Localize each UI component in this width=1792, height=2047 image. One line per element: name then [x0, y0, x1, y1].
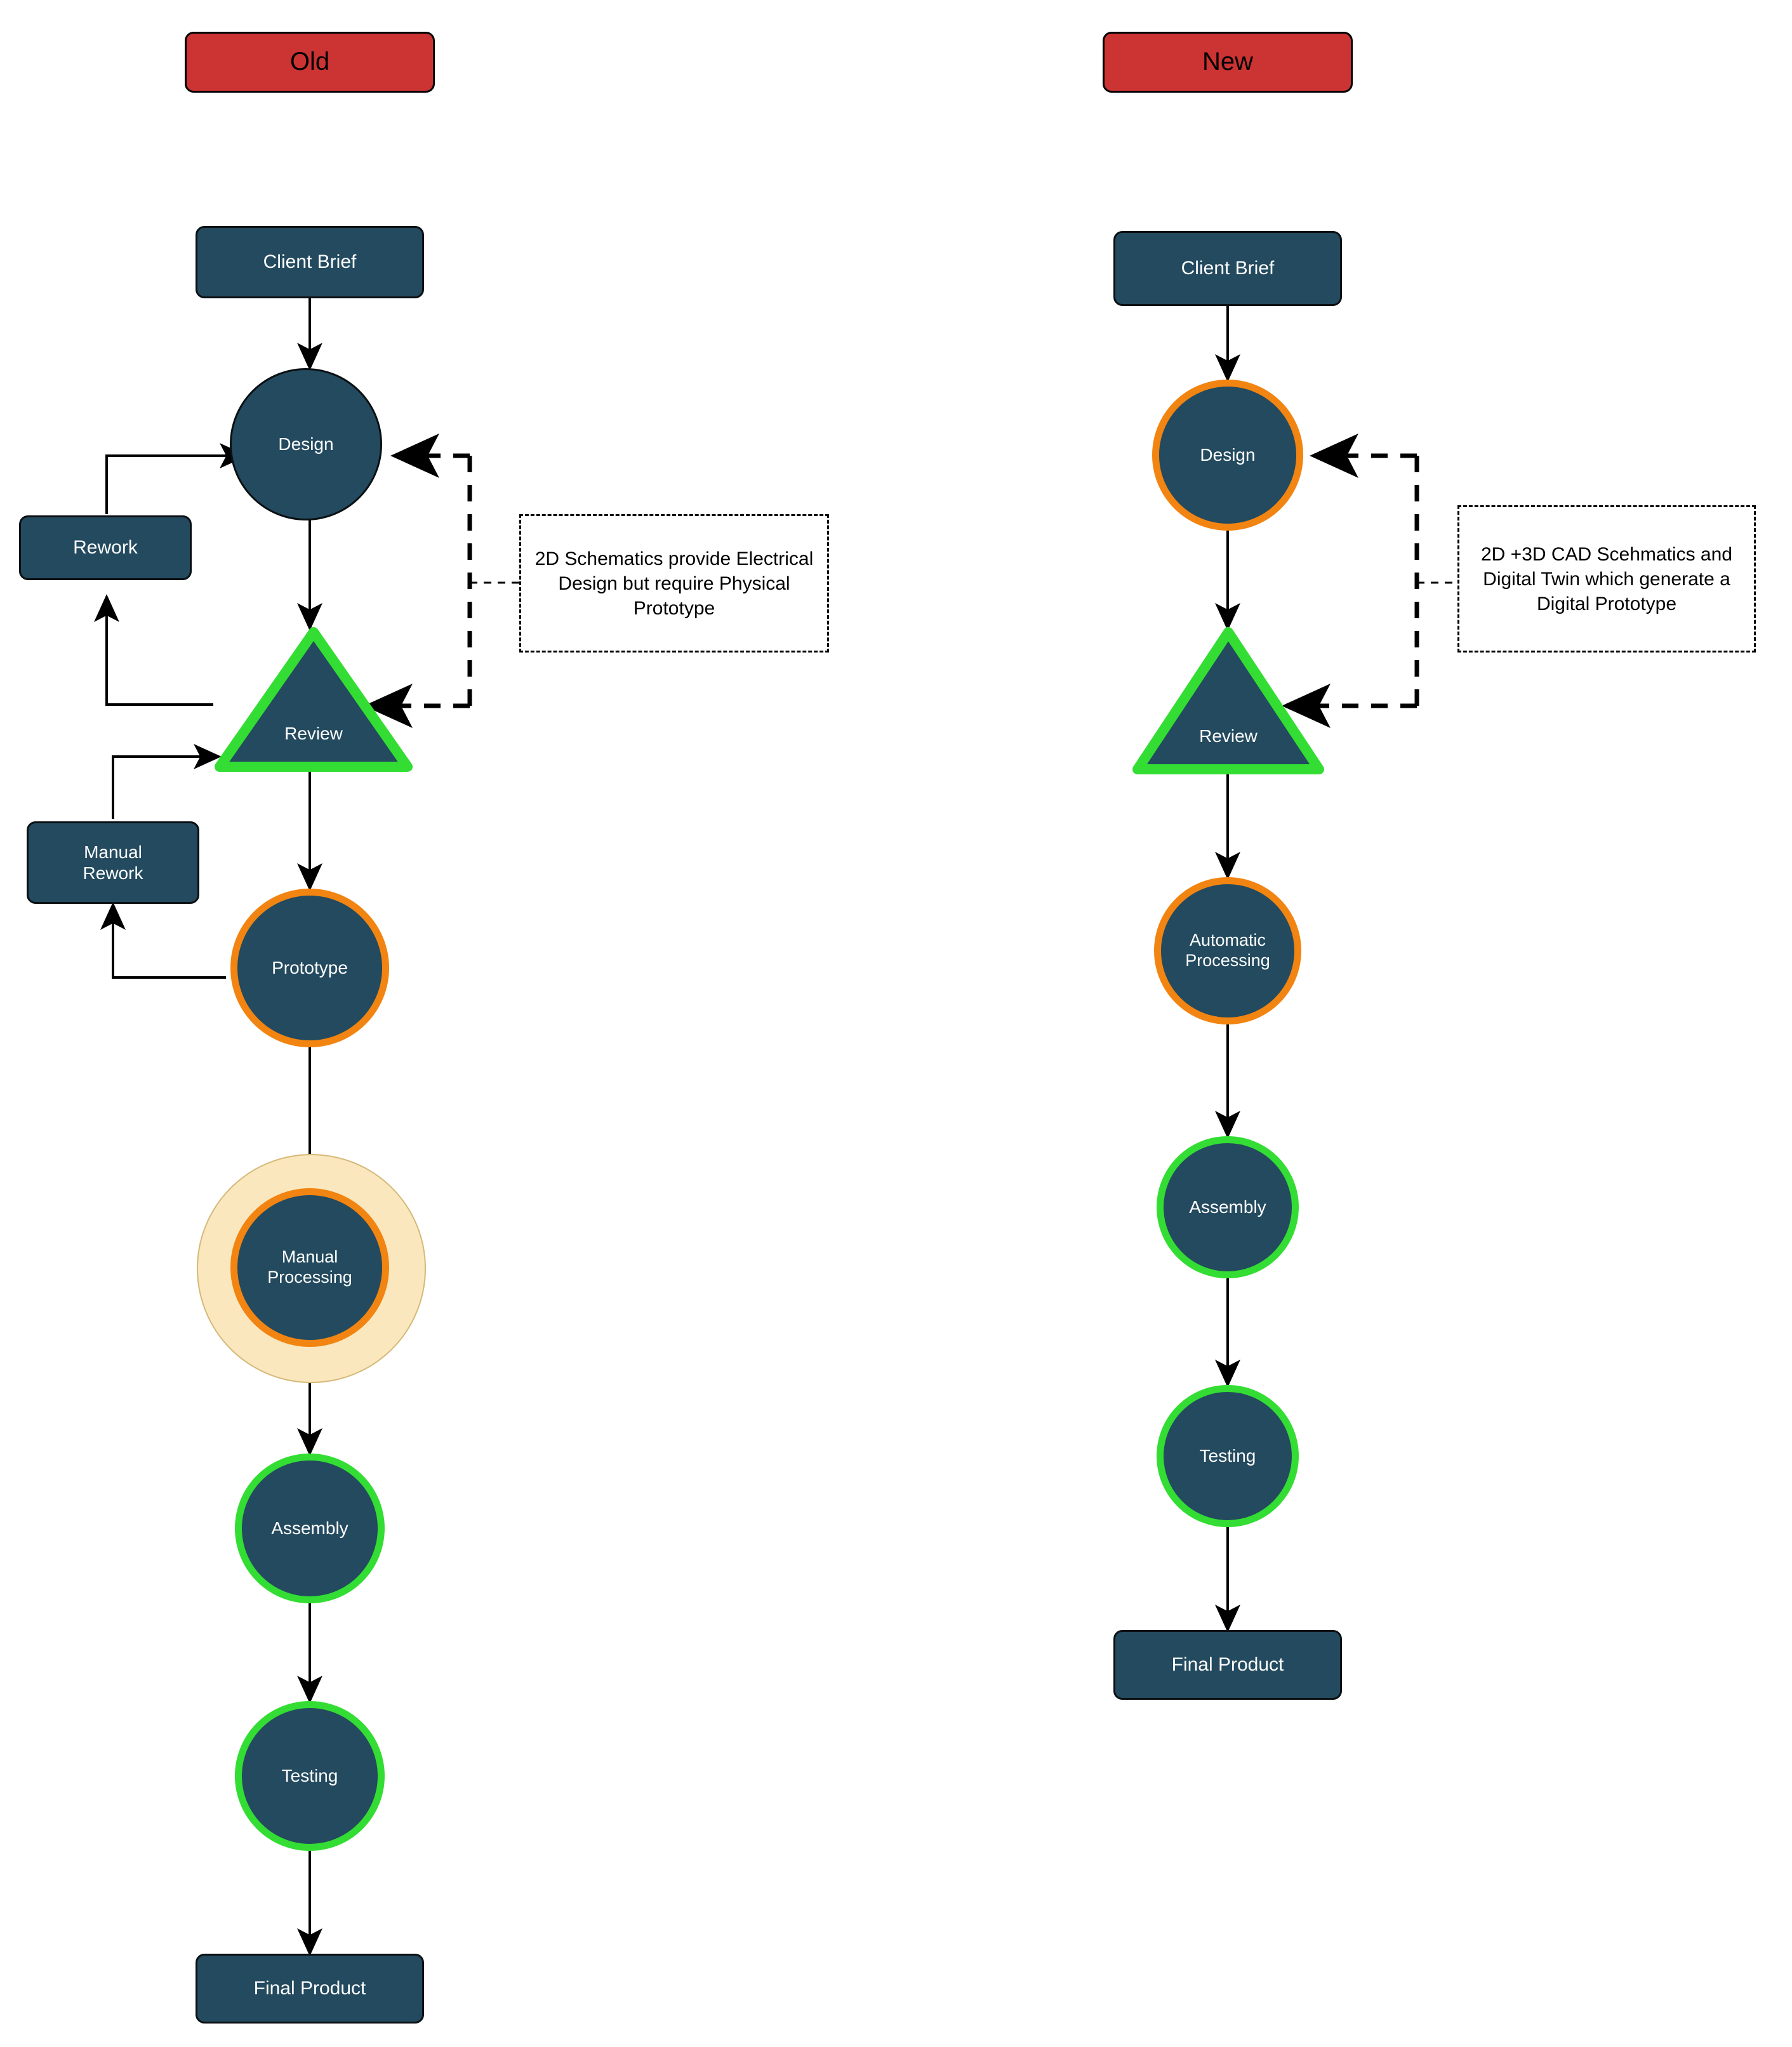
node-old-client-brief[interactable]: Client Brief [196, 226, 424, 298]
edge-old-manualrework-review [112, 744, 222, 819]
node-new-final-product[interactable]: Final Product [1113, 1630, 1342, 1700]
node-label-line1: Manual [84, 842, 142, 862]
node-old-review[interactable]: Review [215, 627, 413, 772]
node-label: Design [1200, 445, 1256, 465]
triangle-shape [1132, 627, 1324, 774]
node-label: Final Product [253, 1978, 366, 1999]
annotation-note-old: 2D Schematics provide Electrical Design … [519, 514, 829, 653]
node-label: Design [278, 434, 334, 454]
node-old-prototype[interactable]: Prototype [230, 889, 389, 1047]
node-label-line1: Manual [281, 1247, 338, 1267]
node-label: Review [284, 724, 343, 743]
node-label: Client Brief [263, 251, 357, 273]
node-label: Testing [1199, 1446, 1256, 1466]
node-label: Automatic Processing [1185, 931, 1270, 971]
node-new-design[interactable]: Design [1152, 380, 1303, 531]
node-label-line1: Automatic [1189, 931, 1266, 950]
annotation-note-new-text: 2D +3D CAD Scehmatics and Digital Twin w… [1480, 543, 1732, 614]
node-label: Assembly [271, 1518, 348, 1539]
node-new-testing[interactable]: Testing [1157, 1385, 1299, 1527]
column-header-old: Old [185, 32, 435, 93]
node-label: Prototype [272, 958, 348, 978]
node-new-client-brief[interactable]: Client Brief [1113, 231, 1342, 306]
node-old-testing[interactable]: Testing [235, 1701, 385, 1851]
node-new-review[interactable]: Review [1132, 627, 1324, 774]
annotation-note-new: 2D +3D CAD Scehmatics and Digital Twin w… [1457, 505, 1756, 653]
edge-old-review-rework [94, 594, 213, 706]
node-old-rework[interactable]: Rework [19, 515, 192, 580]
node-new-assembly[interactable]: Assembly [1157, 1136, 1299, 1278]
node-label: Assembly [1189, 1197, 1266, 1217]
node-label-line2: Processing [1185, 951, 1270, 970]
node-old-manual-rework[interactable]: Manual Rework [27, 821, 199, 904]
triangle-shape [215, 627, 413, 772]
node-label: Client Brief [1181, 258, 1275, 279]
column-header-new: New [1103, 32, 1353, 93]
column-header-old-label: Old [289, 48, 330, 76]
node-label-line2: Rework [83, 863, 143, 883]
node-label-line2: Processing [267, 1268, 352, 1287]
node-old-final-product[interactable]: Final Product [196, 1954, 424, 2024]
annotation-note-old-text: 2D Schematics provide Electrical Design … [534, 548, 814, 619]
node-new-automatic-processing[interactable]: Automatic Processing [1154, 877, 1301, 1024]
node-label: Review [1199, 726, 1258, 746]
node-old-design[interactable]: Design [230, 368, 382, 520]
node-label: Manual Rework [83, 842, 143, 884]
node-label: Rework [73, 537, 138, 559]
node-label: Manual Processing [267, 1247, 352, 1288]
node-old-manual-processing[interactable]: Manual Processing [230, 1188, 389, 1347]
node-old-assembly[interactable]: Assembly [235, 1454, 385, 1603]
edge-old-rework-design [105, 443, 248, 514]
node-label: Testing [281, 1766, 338, 1786]
edge-old-prototype-manualrework [100, 902, 226, 979]
column-header-new-label: New [1202, 48, 1254, 76]
node-label: Final Product [1171, 1654, 1284, 1676]
